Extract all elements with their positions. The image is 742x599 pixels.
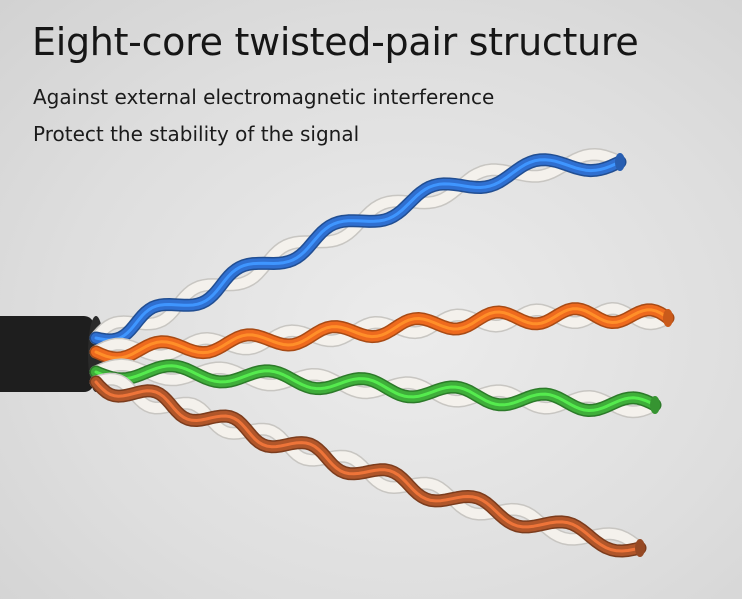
wire-pair-green (89, 358, 662, 419)
wire-orange-end-cap (663, 309, 673, 327)
wire-pair-brown (89, 372, 647, 558)
wire-blue-end-cap (615, 153, 625, 171)
wire-pair-blue (89, 148, 627, 347)
wire-blue-highlight (94, 158, 622, 342)
wire-brown-highlight (94, 380, 642, 553)
wire-blue-white (91, 149, 625, 343)
wire-green-end-cap (650, 396, 660, 414)
wire-pair-orange (89, 302, 675, 365)
cable-jacket (0, 316, 104, 392)
wire-brown-end-cap (635, 539, 645, 557)
wire-green-highlight (94, 364, 657, 412)
feature-line-stability: Protect the stability of the signal (33, 122, 360, 146)
feature-line-interference: Against external electromagnetic interfe… (33, 85, 495, 109)
headline: Eight-core twisted-pair structure (32, 20, 639, 64)
wire-brown-white (91, 374, 645, 553)
wire-orange-highlight (94, 307, 670, 360)
